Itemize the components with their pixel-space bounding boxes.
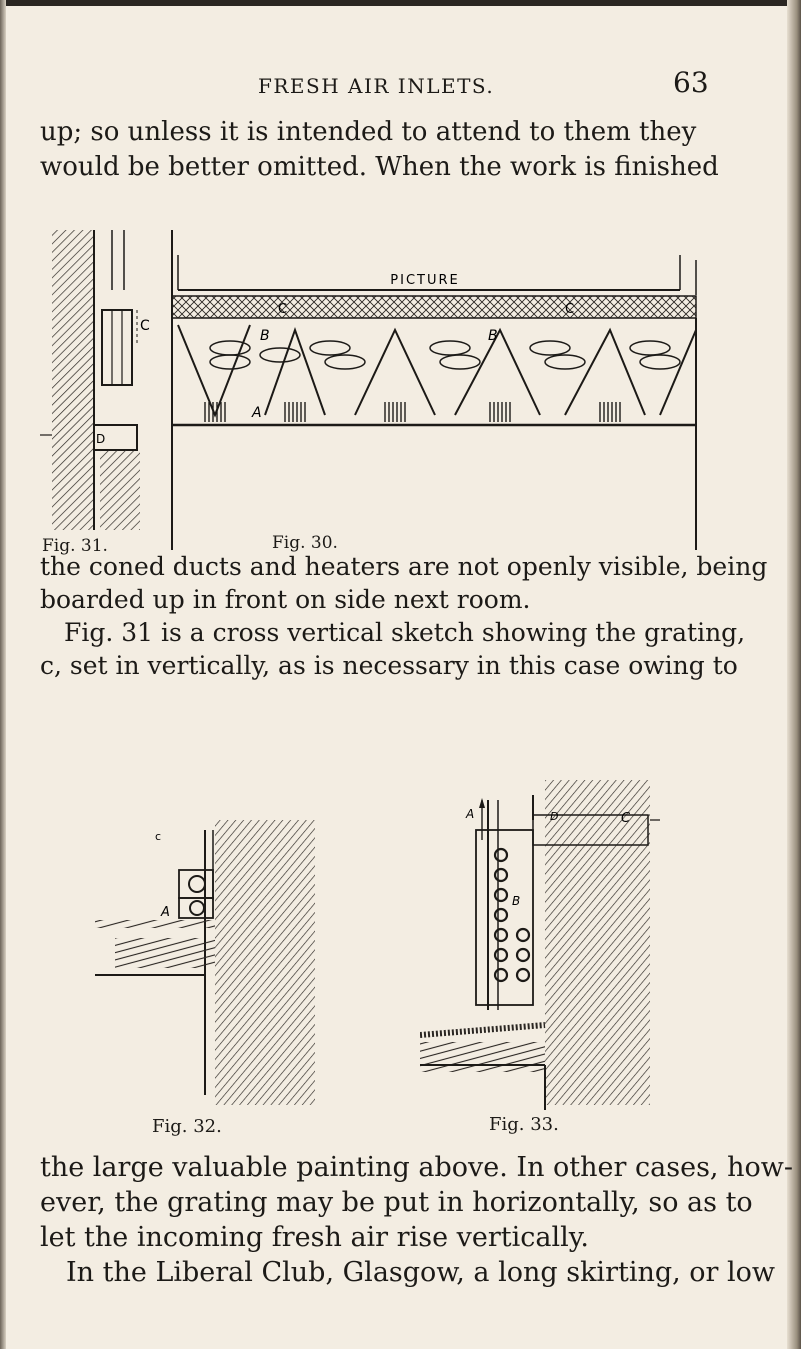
text-line: the large valuable painting above. In ot… xyxy=(40,1152,793,1183)
paragraph-bottom: the large valuable painting above. In ot… xyxy=(40,1150,793,1290)
fig32-label-a: A xyxy=(160,905,170,920)
page-right-edge xyxy=(787,0,801,1349)
page-header: FRESH AIR INLETS. 63 xyxy=(0,66,801,112)
text-line: ever, the grating may be put in horizont… xyxy=(40,1187,753,1218)
text-line: would be better omitted. When the work i… xyxy=(40,152,719,182)
fig30-label-c1: C xyxy=(278,302,287,317)
page-number: 63 xyxy=(673,66,709,99)
fig30-label-c2: C xyxy=(565,302,574,317)
text-line: let the incoming fresh air rise vertical… xyxy=(40,1222,589,1253)
text-line: c, set in vertically, as is necessary in… xyxy=(40,651,738,680)
paragraph-middle: the coned ducts and heaters are not open… xyxy=(40,550,768,682)
fig32-caption: Fig. 32. xyxy=(152,1116,222,1137)
fig33-label-b: B xyxy=(512,894,520,908)
figure-31: C D xyxy=(40,230,150,530)
fig30-label-b1: B xyxy=(260,328,270,344)
figure-32: c A xyxy=(95,820,315,1105)
fig33-label-d: D xyxy=(550,810,558,823)
fig30-label-b2: B xyxy=(488,328,498,344)
text-line: boarded up in front on side next room. xyxy=(40,585,531,614)
text-line: Fig. 31 is a cross vertical sketch showi… xyxy=(64,618,746,647)
running-head: FRESH AIR INLETS. xyxy=(258,74,495,98)
page-left-edge xyxy=(0,0,6,1349)
fig33-label-a: A xyxy=(465,807,474,821)
text-line: In the Liberal Club, Glasgow, a long ski… xyxy=(66,1257,776,1288)
fig30-picture-label: PICTURE xyxy=(390,273,459,288)
fig33-label-c: C xyxy=(621,811,631,826)
fig30-label-a: A xyxy=(251,405,262,421)
text-line: up; so unless it is intended to attend t… xyxy=(40,117,697,147)
fig31-caption: Fig. 31. xyxy=(42,536,108,556)
page-top-edge xyxy=(0,0,801,6)
figure-33: A B C D xyxy=(420,780,660,1110)
fig31-label-d: D xyxy=(96,432,105,446)
paragraph-top: up; so unless it is intended to attend t… xyxy=(40,115,740,185)
text-line: the coned ducts and heaters are not open… xyxy=(40,552,768,581)
fig30-caption: Fig. 30. xyxy=(272,533,338,553)
fig32-label-c: c xyxy=(155,830,161,843)
fig31-label-c: C xyxy=(140,318,150,334)
figure-30: PICTURE A B B C C xyxy=(171,230,697,550)
fig33-caption: Fig. 33. xyxy=(489,1114,559,1135)
